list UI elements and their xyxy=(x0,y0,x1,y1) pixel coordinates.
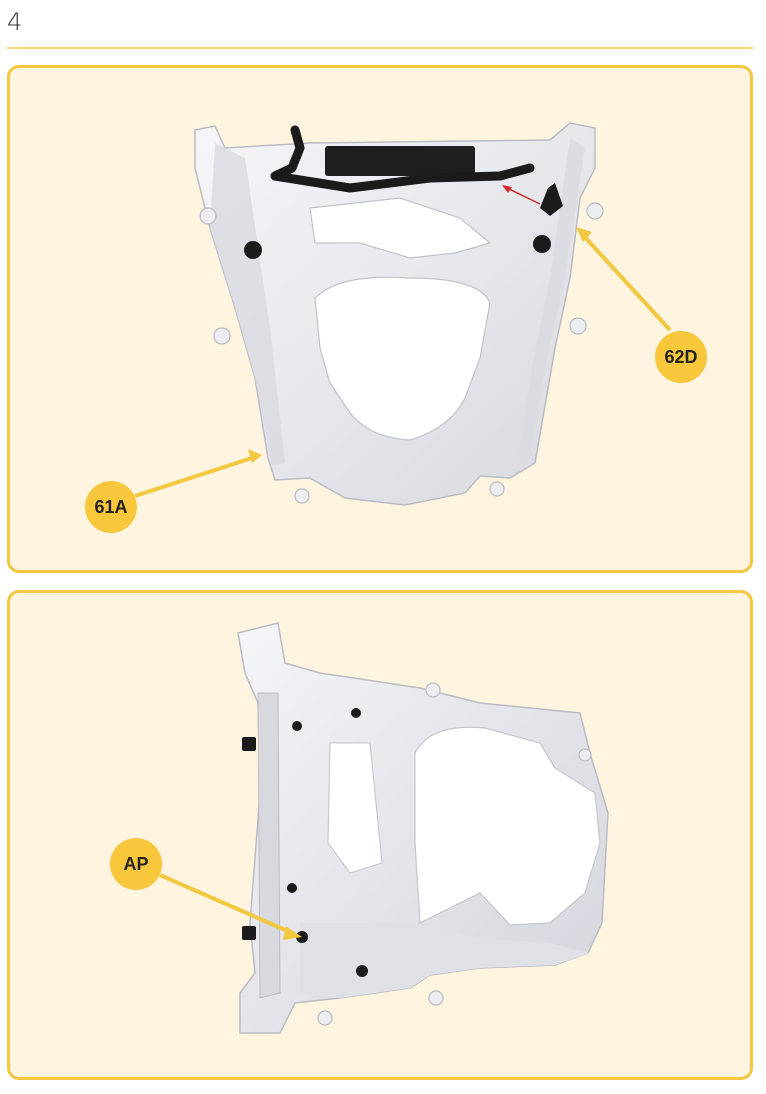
hose-fitting xyxy=(540,183,563,216)
frame-side-view-illustration xyxy=(159,622,609,1034)
header-rule xyxy=(7,47,753,49)
side-tabs xyxy=(317,682,592,1026)
bolts xyxy=(242,708,368,977)
step-panel-1: 62D 61A xyxy=(7,65,753,573)
callout-62d: 62D xyxy=(655,331,707,383)
side-rail xyxy=(257,692,281,999)
red-pointer xyxy=(506,187,541,205)
leader-61a xyxy=(134,456,253,498)
lower-floor xyxy=(300,923,590,998)
leader-ap-head xyxy=(283,926,302,940)
grommet-left xyxy=(244,241,262,259)
page-number: 4 xyxy=(7,8,23,36)
red-pointer-head xyxy=(502,185,512,193)
lower-opening xyxy=(314,276,491,441)
front-frame-illustration xyxy=(134,122,672,506)
inner-left-opening xyxy=(327,742,383,874)
lens-opening xyxy=(414,726,601,926)
left-pillar xyxy=(210,143,285,466)
hose xyxy=(270,125,535,193)
callout-ap: AP xyxy=(110,838,162,890)
cover xyxy=(325,146,475,176)
mounting-tabs xyxy=(199,202,604,504)
leader-62d-head xyxy=(576,227,592,242)
step-panel-2: AP xyxy=(7,590,753,1080)
grommet-right xyxy=(533,235,551,253)
upper-opening xyxy=(309,197,492,259)
right-pillar xyxy=(518,138,585,458)
leader-61a-head xyxy=(248,449,262,463)
callout-61a: 61A xyxy=(85,481,137,533)
leader-62d xyxy=(580,232,672,332)
leader-ap xyxy=(159,873,293,935)
